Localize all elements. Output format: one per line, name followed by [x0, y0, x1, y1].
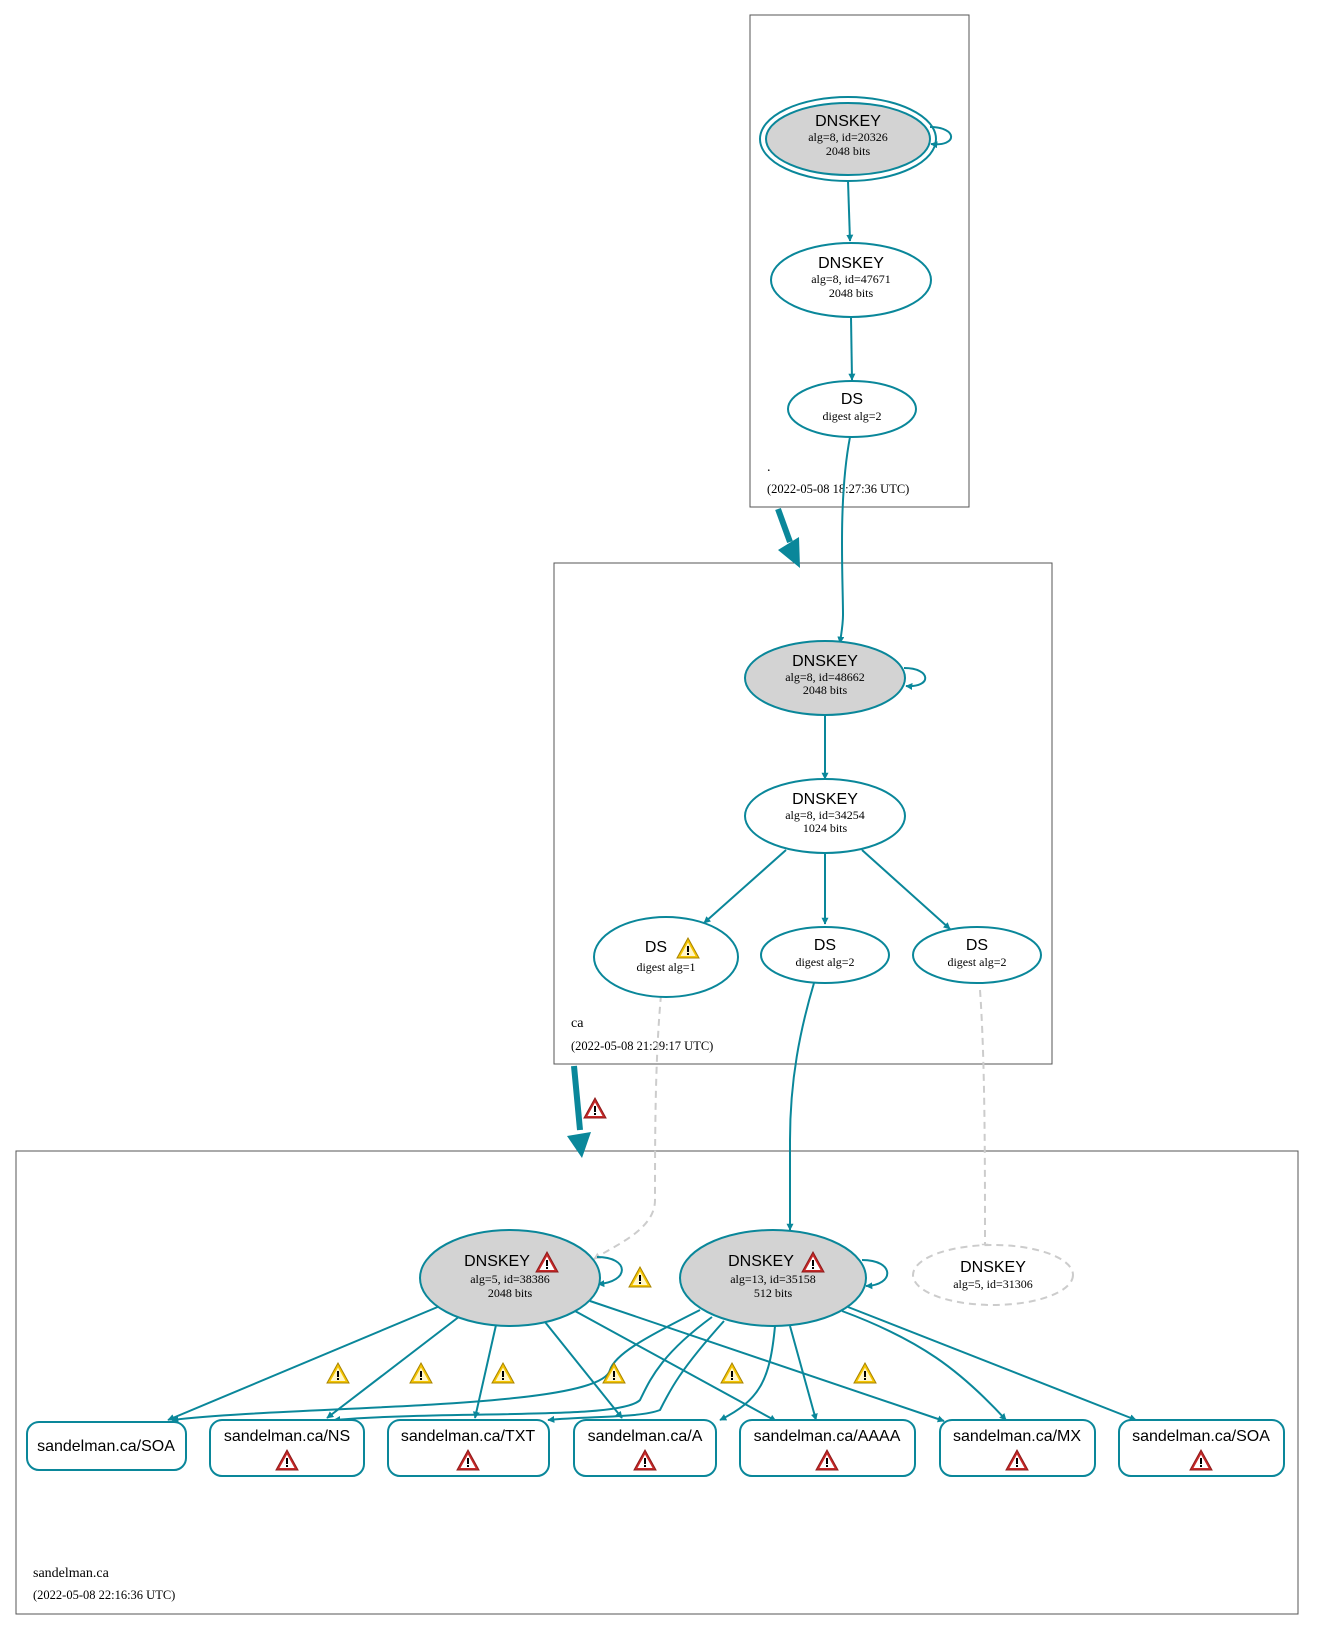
- signature-edge: [472, 1324, 497, 1419]
- node-title: DNSKEY: [728, 1253, 794, 1270]
- rrset-node-soa-2[interactable]: sandelman.ca/SOA: [1118, 1419, 1285, 1477]
- dnskey-node-root-ksk[interactable]: DNSKEY alg=8, id=20326 2048 bits: [759, 96, 937, 182]
- zone-sandelman-name: sandelman.ca: [33, 1566, 110, 1581]
- signature-edge: [848, 316, 856, 381]
- node-title: DNSKEY: [818, 255, 884, 272]
- self-sign-edge: [596, 1256, 623, 1288]
- self-sign-edge: [903, 667, 927, 690]
- node-detail: alg=8, id=47671: [811, 272, 891, 286]
- zone-sandelman-timestamp: (2022-05-08 22:16:36 UTC): [33, 1588, 175, 1602]
- signature-edge: [861, 849, 951, 930]
- signature-edge: [846, 180, 854, 242]
- node-detail: digest alg=1: [636, 960, 695, 974]
- node-detail: 2048 bits: [803, 683, 848, 697]
- error-triangle-icon: [583, 1097, 607, 1119]
- ds-node-ca-3[interactable]: DS digest alg=2: [912, 926, 1042, 984]
- node-detail: 512 bits: [754, 1286, 793, 1300]
- rrset-node-txt[interactable]: sandelman.ca/TXT: [387, 1419, 550, 1477]
- self-sign-edge: [929, 126, 952, 149]
- node-detail: 2048 bits: [488, 1286, 533, 1300]
- rrset-label: sandelman.ca/A: [588, 1428, 703, 1445]
- warning-triangle-icon: [491, 1362, 515, 1384]
- ds-node-root[interactable]: DS digest alg=2: [787, 380, 917, 438]
- dnskey-node-root-zsk[interactable]: DNSKEY alg=8, id=47671 2048 bits: [770, 242, 932, 318]
- node-detail: digest alg=2: [822, 409, 881, 423]
- node-title: DNSKEY: [815, 113, 881, 130]
- rrset-node-mx[interactable]: sandelman.ca/MX: [939, 1419, 1096, 1477]
- signature-edge: [847, 1306, 1137, 1421]
- zone-sandelman: sandelman.ca (2022-05-08 22:16:36 UTC): [15, 1150, 1299, 1615]
- zone-root-name: .: [767, 460, 771, 475]
- node-detail: 1024 bits: [803, 821, 848, 835]
- signature-edge: [574, 1310, 777, 1422]
- ds-to-dnskey-edge: [786, 982, 815, 1231]
- node-detail: 2048 bits: [829, 286, 874, 300]
- rrset-node-soa[interactable]: sandelman.ca/SOA: [26, 1421, 187, 1471]
- ds-to-dnskey-edge-missing: [979, 989, 989, 1251]
- node-title: DNSKEY: [464, 1253, 530, 1270]
- node-title: DNSKEY: [960, 1259, 1026, 1276]
- rrset-label: sandelman.ca/NS: [224, 1428, 350, 1445]
- signature-edge: [703, 849, 787, 924]
- dnskey-node-ca-zsk[interactable]: DNSKEY alg=8, id=34254 1024 bits: [744, 778, 906, 854]
- rrset-node-aaaa[interactable]: sandelman.ca/AAAA: [739, 1419, 916, 1477]
- dnskey-node-sandelman-38386[interactable]: DNSKEY alg=5, id=38386 2048 bits: [419, 1229, 601, 1327]
- dnskey-node-sandelman-31306-missing[interactable]: DNSKEY alg=5, id=31306: [912, 1244, 1074, 1306]
- zone-ca-timestamp: (2022-05-08 21:29:17 UTC): [571, 1039, 713, 1053]
- warning-triangle-icon: [628, 1266, 652, 1288]
- signature-edge: [171, 1309, 701, 1423]
- signature-edge: [841, 1310, 1007, 1421]
- warning-triangle-icon: [326, 1362, 350, 1384]
- node-detail: alg=8, id=48662: [785, 670, 865, 684]
- signature-edge: [589, 1300, 945, 1423]
- signature-edge: [789, 1325, 818, 1421]
- warning-triangle-icon: [409, 1362, 433, 1384]
- self-sign-edge: [861, 1259, 889, 1290]
- node-title: DNSKEY: [792, 791, 858, 808]
- node-title: DS: [966, 937, 988, 954]
- rrset-node-ns[interactable]: sandelman.ca/NS: [209, 1419, 365, 1477]
- ds-node-ca-2[interactable]: DS digest alg=2: [760, 926, 890, 984]
- signature-edge: [326, 1315, 461, 1419]
- delegation-root-to-ca: [775, 507, 800, 568]
- ds-node-ca-1[interactable]: DS digest alg=1: [593, 916, 739, 998]
- node-detail: 2048 bits: [826, 144, 871, 158]
- node-detail: alg=8, id=20326: [808, 130, 888, 144]
- signature-edge: [547, 1320, 725, 1423]
- node-title: DS: [814, 937, 836, 954]
- rrset-label: sandelman.ca/MX: [953, 1428, 1081, 1445]
- dnskey-node-ca-ksk[interactable]: DNSKEY alg=8, id=48662 2048 bits: [744, 640, 906, 716]
- signature-edge: [719, 1325, 776, 1421]
- node-title: DS: [841, 391, 863, 408]
- signature-edge: [333, 1316, 713, 1423]
- rrset-label: sandelman.ca/AAAA: [754, 1428, 901, 1445]
- signature-edge: [544, 1321, 623, 1419]
- zone-ca-name: ca: [571, 1016, 584, 1031]
- warning-triangle-icon: [853, 1362, 877, 1384]
- zone-root: . (2022-05-08 18:27:36 UTC): [749, 14, 970, 508]
- dnskey-node-sandelman-35158[interactable]: DNSKEY alg=13, id=35158 512 bits: [679, 1229, 867, 1327]
- zone-ca: ca (2022-05-08 21:29:17 UTC): [553, 562, 1053, 1065]
- node-detail: alg=5, id=31306: [953, 1277, 1033, 1291]
- signature-edge: [167, 1305, 441, 1421]
- zone-root-timestamp: (2022-05-08 18:27:36 UTC): [767, 482, 909, 496]
- node-detail: alg=8, id=34254: [785, 808, 865, 822]
- warning-triangle-icon: [720, 1362, 744, 1384]
- ds-to-dnskey-edge-missing: [593, 994, 662, 1260]
- node-detail: digest alg=2: [947, 955, 1006, 969]
- rrset-label: sandelman.ca/SOA: [1132, 1428, 1270, 1445]
- rrset-label: sandelman.ca/TXT: [401, 1428, 536, 1445]
- delegation-ca-to-sandelman: [567, 1065, 607, 1158]
- rrset-node-a[interactable]: sandelman.ca/A: [573, 1419, 717, 1477]
- node-detail: alg=5, id=38386: [470, 1272, 550, 1286]
- node-detail: alg=13, id=35158: [730, 1272, 816, 1286]
- node-detail: digest alg=2: [795, 955, 854, 969]
- ds-to-dnskey-edge: [837, 436, 851, 644]
- node-title: DS: [645, 939, 667, 956]
- node-title: DNSKEY: [792, 653, 858, 670]
- rrset-label: sandelman.ca/SOA: [37, 1438, 175, 1455]
- warning-triangle-icon: [602, 1362, 626, 1384]
